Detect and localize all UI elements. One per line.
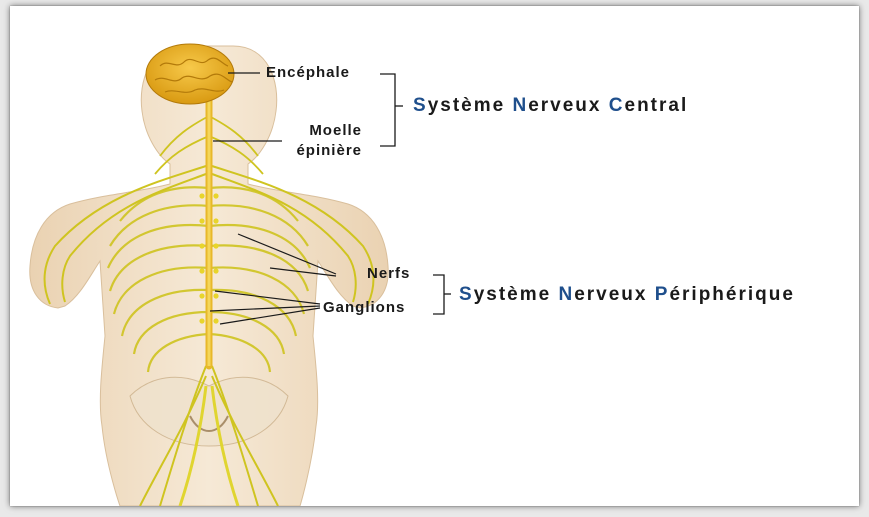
peripheral-w2-rest: erveux bbox=[574, 284, 647, 305]
central-system-title: Système Nerveux Central bbox=[413, 95, 688, 117]
label-moelle: Moelle bbox=[278, 122, 362, 140]
peripheral-w2-initial: N bbox=[558, 284, 574, 305]
central-w3-rest: entral bbox=[625, 95, 689, 116]
peripheral-system-title: Système Nerveux Périphérique bbox=[459, 284, 795, 306]
peripheral-w1-initial: S bbox=[459, 284, 474, 305]
label-nerfs: Nerfs bbox=[367, 265, 410, 283]
peripheral-w1-rest: ystème bbox=[474, 284, 552, 305]
diagram-card: Encéphale Moelle épinière Nerfs Ganglion… bbox=[10, 6, 859, 506]
central-w2-initial: N bbox=[512, 95, 528, 116]
label-epiniere: épinière bbox=[278, 142, 362, 160]
peripheral-w3-rest: ériphérique bbox=[669, 284, 794, 305]
label-ganglions: Ganglions bbox=[323, 299, 405, 317]
central-w3-initial: C bbox=[609, 95, 625, 116]
central-w2-rest: erveux bbox=[528, 95, 601, 116]
central-w1-initial: S bbox=[413, 95, 428, 116]
brain bbox=[146, 44, 234, 104]
central-w1-rest: ystème bbox=[428, 95, 506, 116]
label-encephale: Encéphale bbox=[266, 64, 350, 82]
peripheral-w3-initial: P bbox=[655, 284, 670, 305]
nervous-system-illustration bbox=[10, 6, 859, 506]
